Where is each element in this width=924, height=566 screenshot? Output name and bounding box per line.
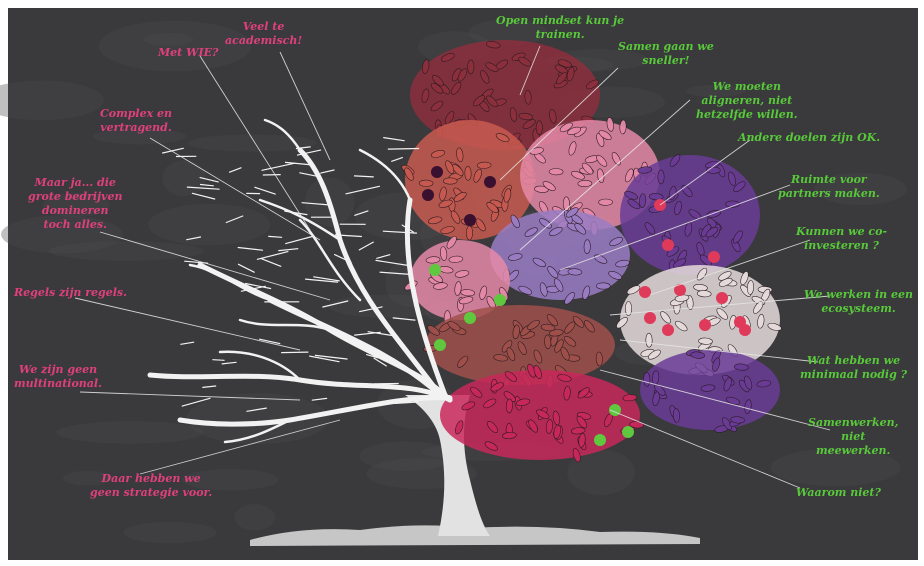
leaf (477, 162, 491, 169)
red-fruit (662, 239, 674, 251)
label-co-investeren: Kunnen we co-investeren ? (796, 225, 887, 253)
leaf (596, 283, 610, 290)
green-fruit (622, 426, 634, 438)
red-fruit (699, 319, 711, 331)
leaf (536, 121, 542, 135)
label-regels: Regels zijn regels. (14, 286, 127, 300)
label-open-mindset: Open mindset kun jetrainen. (496, 14, 624, 42)
label-geen-strategie: Daar hebben wegeen strategie voor. (90, 472, 212, 500)
label-maar-ja: Maar ja... diegrote bedrijvendominerento… (28, 176, 122, 232)
label-waarom-niet: Waarom niet? (796, 486, 881, 500)
chalk-smudge (144, 33, 194, 46)
label-samen-sneller: Samen gaan wesneller! (618, 40, 714, 68)
dark-fruit (464, 214, 476, 226)
green-fruit (594, 434, 606, 446)
leaf (466, 226, 473, 240)
leaf (658, 170, 664, 184)
label-veel-te-academisch: Veel teacademisch! (225, 20, 302, 48)
label-multinational: We zijn geenmultinational. (14, 363, 102, 391)
chalk-smudge (162, 160, 206, 196)
label-samenwerken: Samenwerken,nietmeewerken. (808, 416, 898, 458)
twig (282, 352, 308, 353)
label-aligneren: We moetenaligneren, niethetzelfde willen… (696, 80, 798, 122)
label-andere-doelen: Andere doelen zijn OK. (738, 131, 880, 145)
red-fruit (708, 251, 720, 263)
leaf (419, 180, 433, 187)
label-ruimte-partners: Ruimte voorpartners maken. (778, 173, 880, 201)
green-fruit (429, 264, 441, 276)
leaf (465, 166, 472, 180)
chalk-smudge (234, 504, 275, 530)
leaf (578, 180, 592, 187)
label-complex: Complex envertragend. (100, 107, 172, 135)
leaf (599, 199, 613, 206)
red-fruit (739, 324, 751, 336)
leaf (584, 240, 591, 254)
chalk-smudge (148, 204, 270, 245)
label-ecosysteem: We werken in eenecosysteem. (804, 288, 913, 316)
green-fruit (434, 339, 446, 351)
dark-fruit (422, 189, 434, 201)
red-fruit (639, 286, 651, 298)
red-fruit (644, 312, 656, 324)
chalk-smudge (123, 522, 216, 543)
dark-fruit (484, 176, 496, 188)
dark-fruit (431, 166, 443, 178)
label-met-wie: Met WIE? (158, 46, 218, 60)
leaf (468, 60, 474, 74)
label-minimaal-nodig: Wat hebben weminimaal nodig ? (800, 354, 907, 382)
green-fruit (494, 294, 506, 306)
leaf (643, 372, 650, 386)
red-fruit (716, 292, 728, 304)
leaf (443, 178, 457, 184)
leaf (646, 333, 653, 347)
chalk-smudge (56, 421, 204, 444)
leaf (549, 168, 563, 175)
green-fruit (464, 312, 476, 324)
red-fruit (662, 324, 674, 336)
twig (388, 149, 418, 150)
chalk-smudge (188, 134, 317, 151)
twig (213, 360, 224, 361)
